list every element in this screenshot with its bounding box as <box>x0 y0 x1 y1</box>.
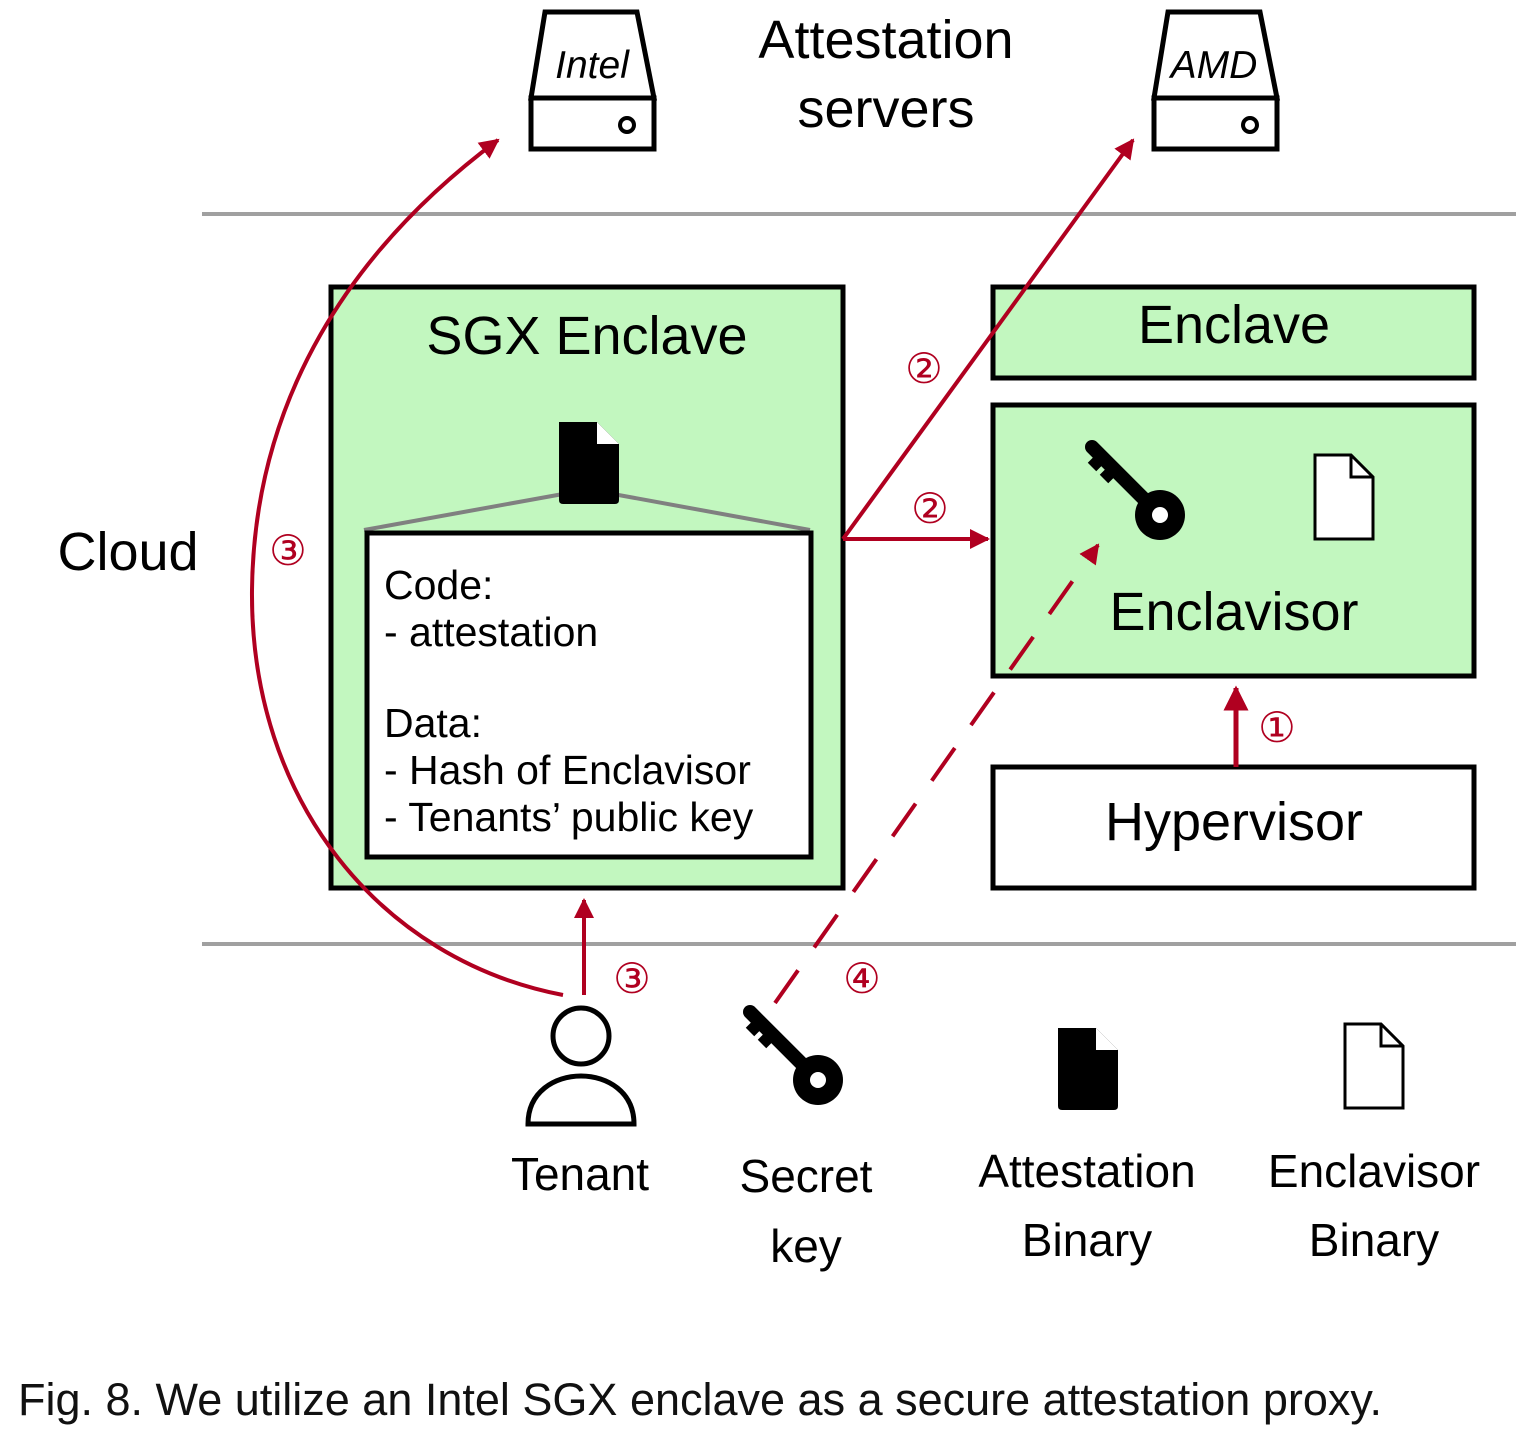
enclavisor-label: Enclavisor <box>1109 582 1358 642</box>
enclavisor-binary-label-line2: Binary <box>1309 1214 1439 1266</box>
attestation-binary-label-line2: Binary <box>1022 1214 1152 1266</box>
enclave-label: Enclave <box>1138 295 1330 355</box>
sgx-enclave-title: SGX Enclave <box>426 306 747 366</box>
step4-label: ④ <box>843 954 881 1003</box>
data-heading: Data: <box>384 700 482 746</box>
servers-title-line1: Attestation <box>758 10 1013 70</box>
sgx-contents-box <box>364 530 814 860</box>
code-item: - attestation <box>384 609 598 655</box>
secret-key-icon <box>750 1012 843 1105</box>
code-heading: Code: <box>384 562 493 608</box>
cloud-label: Cloud <box>57 522 198 582</box>
data-item-pubkey: - Tenants’ public key <box>384 794 754 840</box>
enclavisor-binary-legend-icon <box>1343 1022 1405 1110</box>
tenant-label: Tenant <box>511 1148 649 1200</box>
zoom-line-left <box>363 492 564 532</box>
attestation-binary-icon <box>1058 1028 1118 1110</box>
figure-caption: Fig. 8. We utilize an Intel SGX enclave … <box>18 1374 1382 1425</box>
intel-label: Intel <box>555 44 630 87</box>
secret-key-label-line2: key <box>770 1220 842 1272</box>
amd-server-icon: AMD <box>1151 9 1281 152</box>
step3-label-left: ③ <box>269 526 307 575</box>
secret-key-label-line1: Secret <box>740 1150 873 1202</box>
hypervisor-label: Hypervisor <box>1105 792 1363 852</box>
data-item-hash: - Hash of Enclavisor <box>384 747 751 793</box>
step2-label-upper: ② <box>905 344 943 393</box>
step3-label-bottom: ③ <box>613 954 651 1003</box>
step2-arrow-to-amd <box>841 138 1135 541</box>
step4-arrow <box>773 543 1100 1005</box>
enclavisor-box <box>990 402 1477 679</box>
amd-label: AMD <box>1169 44 1258 87</box>
enclavisor-binary-icon <box>1313 453 1375 541</box>
attestation-binary-label-line1: Attestation <box>978 1145 1195 1197</box>
servers-title-line2: servers <box>797 79 974 139</box>
step3-arrow-to-intel <box>249 138 564 997</box>
enclavisor-binary-label-line1: Enclavisor <box>1268 1145 1480 1197</box>
tenant-icon <box>525 1005 637 1127</box>
enclave-box <box>990 284 1477 381</box>
step2-label-lower: ② <box>911 484 949 533</box>
step1-label: ① <box>1258 703 1296 752</box>
intel-server-icon: Intel <box>528 9 658 152</box>
zoom-line-right <box>612 492 811 532</box>
